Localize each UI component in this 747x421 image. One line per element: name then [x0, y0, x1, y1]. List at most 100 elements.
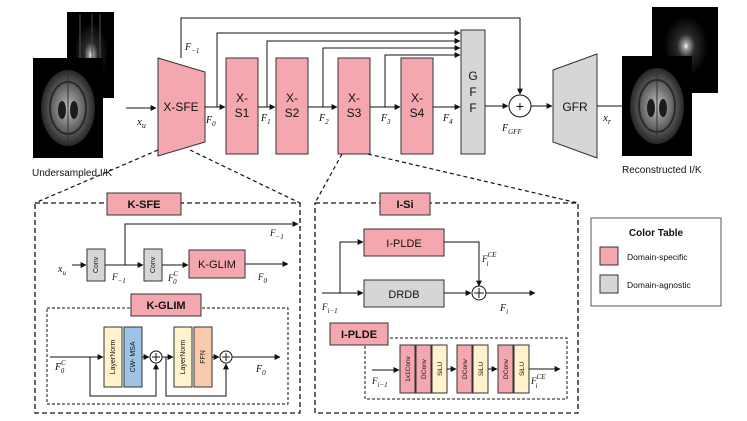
- kglim-layernorm-1-label: LayerNorm: [110, 340, 117, 375]
- isi-drdb-label: DRDB: [388, 289, 419, 301]
- gfr-label: GFR: [562, 100, 588, 114]
- zoom-line-ksfe-left: [34, 149, 159, 204]
- xsfe-label: X-SFE: [163, 100, 198, 114]
- iplde-1x1conv-label: 1x1Conv: [405, 355, 412, 381]
- color-table-title: Color Table: [629, 228, 684, 239]
- kglim-layernorm-2-label: LayerNorm: [180, 340, 187, 375]
- ksfe-xu-label: xu: [57, 264, 66, 277]
- isi-title-box: [379, 192, 431, 216]
- ksfe-F-1-top-label: F−1: [269, 228, 284, 241]
- xs1-label-a: X-: [236, 91, 248, 105]
- xs3-label-a: X-: [348, 91, 360, 105]
- kglim-cwmsa-label: CW- MSA: [130, 341, 137, 372]
- kglim-title-box: [130, 293, 202, 317]
- add-node-top-sign: +: [516, 98, 524, 114]
- iplde-dconv-1-label: DConv: [421, 358, 428, 379]
- isi-panel: [314, 202, 579, 414]
- isi-Fim1-label: Fi−1: [321, 302, 338, 315]
- iplde-in-label: Fi−1: [371, 376, 388, 389]
- xu-label: xu: [136, 116, 146, 130]
- Fgff-label: FGFF: [501, 123, 522, 136]
- isi-title: I-Si: [396, 199, 413, 211]
- ksfe-conv1-label: Conv: [93, 256, 100, 273]
- iplde-1x1conv: [399, 344, 416, 394]
- ksfe-skip-F-1: [124, 221, 299, 265]
- xs2-label-b: S2: [285, 106, 300, 120]
- kglim-residual-1: [89, 357, 159, 397]
- gfr-block: [552, 53, 598, 159]
- kglim-title: K-GLIM: [146, 300, 185, 312]
- zoom-line-isi-left: [314, 153, 343, 204]
- ksfe-title-box: [106, 192, 182, 216]
- isi-arrow-iplde-add: [444, 241, 482, 287]
- ksfe-title: K-SFE: [128, 199, 161, 211]
- iplde-title: I-PLDE: [341, 329, 377, 341]
- ksfe-kglim-label: K-GLIM: [198, 259, 236, 271]
- dense-link-F0: [216, 30, 461, 107]
- iplde-dconv-3: [497, 344, 514, 394]
- xs4-label-b: S4: [410, 106, 425, 120]
- gff-letter-3: F: [469, 101, 476, 115]
- iplde-silu-1-label: SiLU: [437, 362, 444, 376]
- iplde-dconv-2-label: DConv: [462, 358, 469, 379]
- gff-letter-1: G: [468, 69, 477, 83]
- F2-label: F2: [318, 113, 329, 126]
- iplde-panel: [364, 337, 568, 400]
- F4-label: F4: [442, 113, 453, 126]
- xs2-label-a: X-: [286, 91, 298, 105]
- iplde-silu-3-label: SiLU: [519, 362, 526, 376]
- legend-label-domain-specific: Domain-specific: [627, 252, 688, 262]
- zoom-line-isi-right: [367, 153, 579, 204]
- xs4-label-a: X-: [411, 91, 423, 105]
- kglim-residual-2: [165, 357, 229, 397]
- kglim-layernorm-1: [103, 326, 123, 388]
- gff-block: [460, 29, 486, 155]
- skip-line-F-1: [180, 17, 521, 92]
- zoom-line-ksfe-right: [189, 149, 301, 204]
- iplde-silu-2-label: SiLU: [478, 362, 485, 376]
- undersampled-caption: Undersampled I/K: [32, 168, 112, 179]
- ksfe-conv2-label: Conv: [150, 256, 157, 273]
- dense-link-F1: [266, 38, 461, 107]
- kglim-layernorm-2: [173, 326, 193, 388]
- undersampled-brain-image: [33, 58, 103, 158]
- dense-link-F3: [384, 52, 461, 107]
- iplde-dconv-3-label: DConv: [503, 358, 510, 379]
- F1-label: F1: [260, 113, 271, 126]
- reconstructed-brain-image: [622, 56, 692, 156]
- xs4-block: [400, 57, 434, 155]
- ksfe-kglim-block: [188, 249, 246, 279]
- iplde-title-box: [329, 322, 389, 346]
- xs2-block: [275, 57, 309, 155]
- ksfe-F-1-label: F−1: [111, 272, 126, 285]
- xr-label: xr: [602, 112, 612, 126]
- isi-Fi-label: Fi: [499, 303, 508, 316]
- xs3-label-b: S3: [347, 106, 362, 120]
- F3-label: F3: [380, 113, 391, 126]
- dense-link-F2: [322, 45, 461, 107]
- isi-iplde-block: [363, 228, 445, 257]
- kglim-out-label: F0: [255, 364, 266, 377]
- kglim-panel: [46, 307, 289, 405]
- legend-swatch-domain-agnostic: [599, 274, 619, 294]
- xs3-block: [337, 57, 371, 155]
- legend-swatch-domain-specific: [599, 246, 619, 266]
- isi-arrow-in-iplde: [339, 239, 364, 293]
- F0-label: F0: [205, 115, 216, 128]
- iplde-dconv-1: [415, 344, 432, 394]
- xs1-block: [225, 57, 259, 155]
- reconstructed-caption: Reconstructed I/K: [622, 165, 702, 176]
- kglim-ffn-label: FFN: [200, 350, 207, 364]
- isi-iplde-label: I-PLDE: [386, 238, 421, 250]
- xsfe-block: [157, 57, 206, 157]
- xs1-label-b: S1: [235, 106, 250, 120]
- iplde-dconv-2: [456, 344, 473, 394]
- ksfe-F0-label: F0: [257, 272, 268, 285]
- legend-label-domain-agnostic: Domain-agnostic: [627, 280, 692, 290]
- F-1-label: F−1: [184, 42, 199, 55]
